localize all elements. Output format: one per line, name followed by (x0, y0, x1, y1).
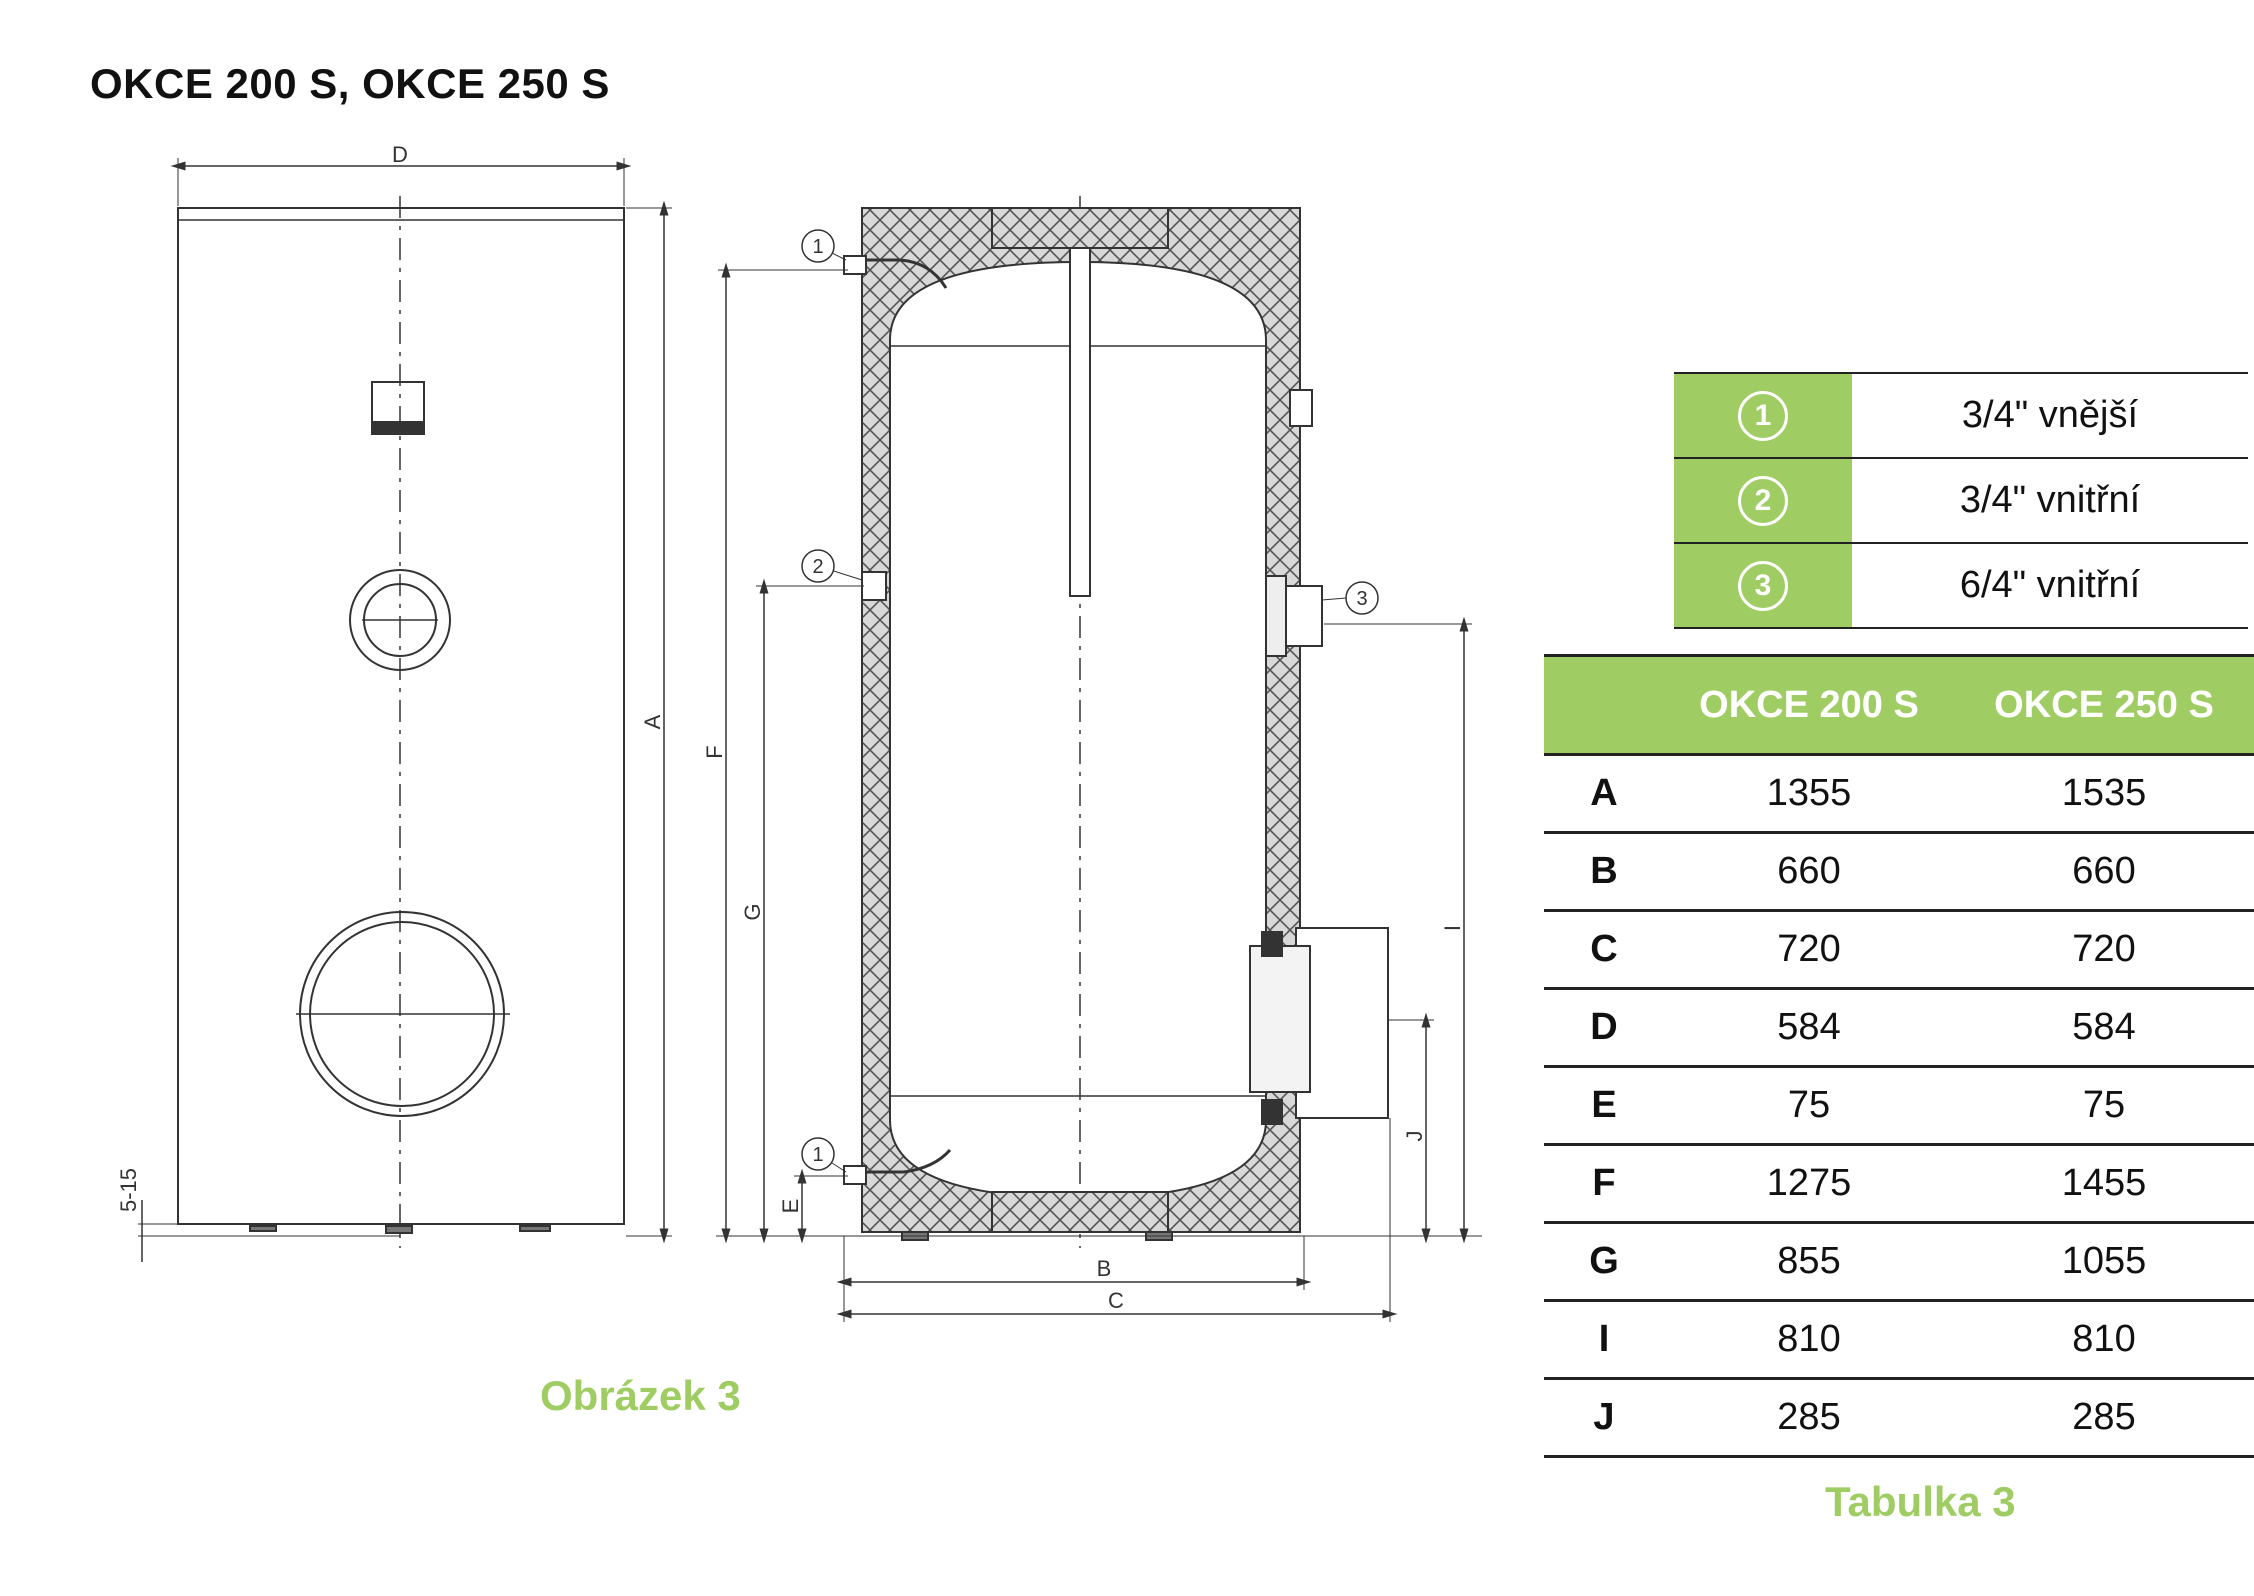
callout-3: 3 (1345, 581, 1379, 615)
section-view (716, 196, 1482, 1322)
front-view (138, 158, 672, 1262)
connections-table: 1 3/4" vnější 2 3/4" vnitřní 3 6/4" vnit… (1674, 372, 2248, 629)
value-200-cell: 584 (1777, 1006, 1841, 1048)
dim-cell: F (1592, 1162, 1616, 1204)
dim-cell: E (1591, 1084, 1617, 1126)
table-header: OKCE 200 S OKCE 250 S (1544, 654, 2254, 756)
value-250-cell: 75 (2082, 1084, 2126, 1126)
connection-number-cell: 1 (1674, 374, 1852, 457)
value-250-cell: 584 (2072, 1006, 2136, 1048)
connection-row: 3 6/4" vnitřní (1674, 542, 2248, 629)
value-250-cell: 285 (2072, 1396, 2136, 1438)
dim-cell: B (1590, 850, 1618, 892)
header-cell: OKCE 200 S (1699, 683, 1919, 726)
dim-label-b: B (1097, 1256, 1112, 1281)
connection-row: 2 3/4" vnitřní (1674, 457, 2248, 542)
dim-label-g: G (740, 903, 765, 920)
value-250-cell: 1535 (2061, 772, 2147, 814)
dim-label-e: E (778, 1199, 803, 1214)
dim-label-foot: 5-15 (116, 1168, 141, 1212)
dim-label-c: C (1108, 1288, 1124, 1313)
value-200-cell: 285 (1777, 1396, 1841, 1438)
table-row: E 75 75 (1544, 1068, 2254, 1146)
table-caption: Tabulka 3 (1825, 1478, 2016, 1525)
dim-cell: A (1590, 772, 1618, 814)
value-250-cell: 660 (2072, 850, 2136, 892)
connection-number: 3 (1738, 560, 1788, 611)
value-200-cell: 810 (1777, 1318, 1841, 1360)
connection-number: 1 (1738, 390, 1788, 441)
page-title: OKCE 200 S, OKCE 250 S (90, 60, 610, 107)
connection-number-cell: 3 (1674, 544, 1852, 627)
value-200-cell: 75 (1787, 1084, 1831, 1126)
value-200-cell: 1355 (1766, 772, 1852, 814)
connection-label: 3/4" vnější (1961, 394, 2139, 436)
value-200-cell: 720 (1777, 928, 1841, 970)
callout-2: 2 (801, 549, 835, 583)
callout-label: 3 (1356, 588, 1367, 610)
table-row: C 720 720 (1544, 912, 2254, 990)
value-200-cell: 1275 (1766, 1162, 1852, 1204)
table-row: B 660 660 (1544, 834, 2254, 912)
connection-row: 1 3/4" vnější (1674, 372, 2248, 457)
dim-label-j: J (1402, 1131, 1427, 1142)
dim-label-f: F (702, 745, 727, 758)
dim-cell: I (1598, 1318, 1610, 1360)
value-250-cell: 1055 (2061, 1240, 2147, 1282)
table-row: I 810 810 (1544, 1302, 2254, 1380)
dim-cell: G (1589, 1240, 1619, 1282)
callout-1-top: 1 (801, 229, 835, 263)
header-cell: OKCE 250 S (1994, 683, 2214, 726)
table-row: G 855 1055 (1544, 1224, 2254, 1302)
table-row: F 1275 1455 (1544, 1146, 2254, 1224)
value-250-cell: 720 (2072, 928, 2136, 970)
callout-1-bottom: 1 (801, 1137, 835, 1171)
technical-drawing: D A 5-15 (116, 142, 1482, 1322)
table-row: D 584 584 (1544, 990, 2254, 1068)
value-200-cell: 855 (1777, 1240, 1841, 1282)
dim-label-a: A (640, 714, 665, 729)
table-row: J 285 285 (1544, 1380, 2254, 1458)
connection-number-cell: 2 (1674, 459, 1852, 542)
dim-label-i: I (1440, 925, 1465, 931)
header-cell (1544, 657, 1664, 753)
callout-label: 2 (812, 556, 823, 578)
value-200-cell: 660 (1777, 850, 1841, 892)
table-row: A 1355 1535 (1544, 756, 2254, 834)
dim-cell: C (1590, 928, 1618, 970)
dim-cell: J (1593, 1396, 1615, 1438)
connection-number: 2 (1738, 475, 1788, 526)
connection-label: 3/4" vnitřní (1959, 479, 2141, 521)
callout-label: 1 (812, 236, 823, 258)
value-250-cell: 810 (2072, 1318, 2136, 1360)
callout-label: 1 (812, 1144, 823, 1166)
dim-label-d: D (392, 142, 408, 167)
connection-label: 6/4" vnitřní (1959, 564, 2141, 606)
value-250-cell: 1455 (2061, 1162, 2147, 1204)
dim-cell: D (1590, 1006, 1618, 1048)
figure-caption: Obrázek 3 (540, 1372, 741, 1419)
